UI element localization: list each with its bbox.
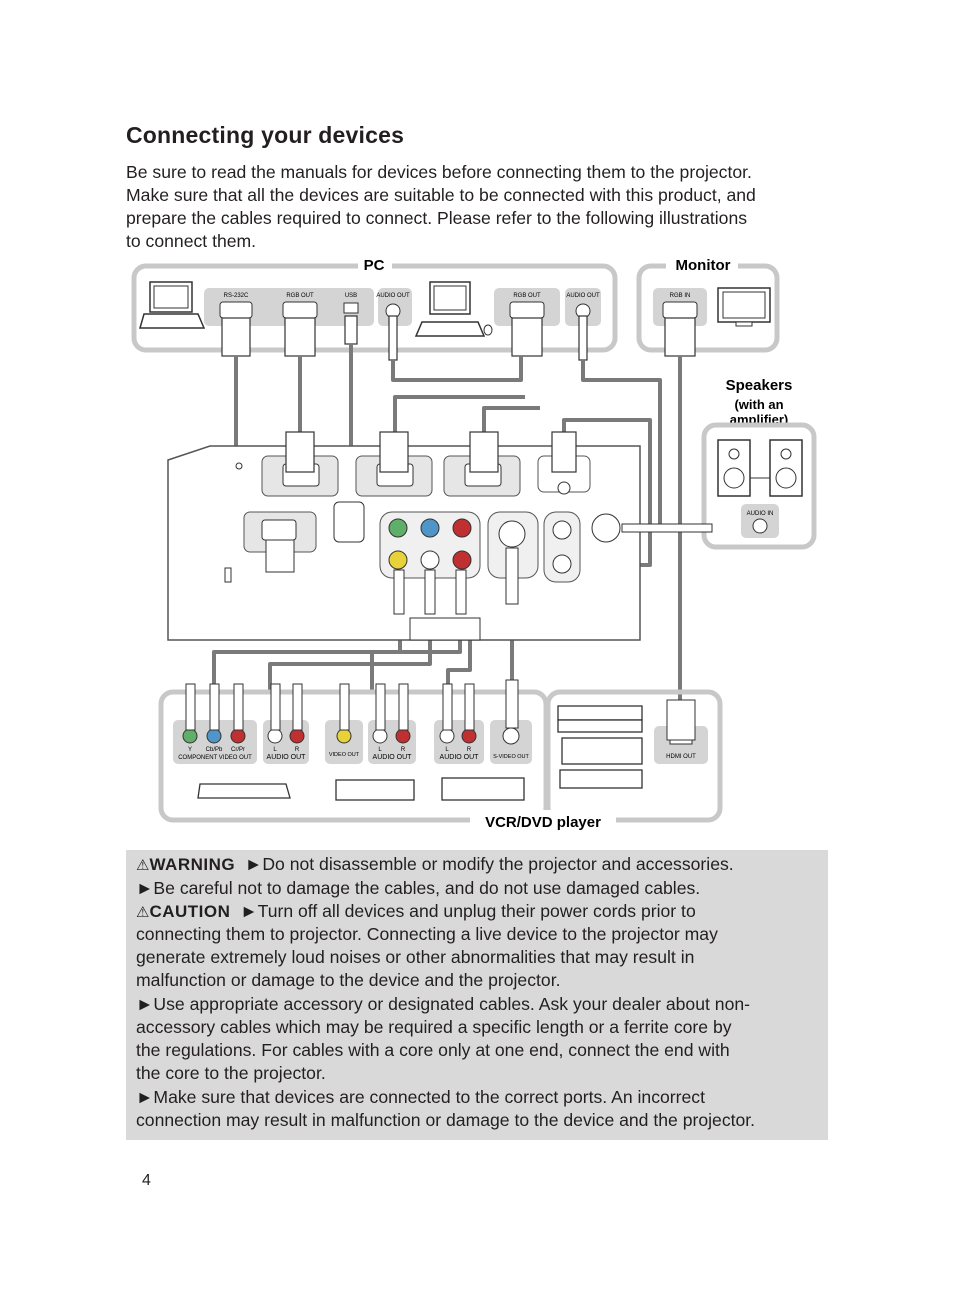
port-label: AUDIO OUT bbox=[440, 754, 480, 761]
port-label: R bbox=[401, 747, 406, 753]
port-label: AUDIO OUT bbox=[373, 754, 413, 761]
warning-line: the regulations. For cables with a core … bbox=[136, 1040, 730, 1060]
port-label: RGB OUT bbox=[286, 293, 314, 299]
warning-line: accessory cables which may be required a… bbox=[136, 1017, 732, 1037]
rs232c-port-icon bbox=[219, 301, 253, 319]
monitor-group-label: Monitor bbox=[676, 257, 731, 274]
warning-line: ►Be careful not to damage the cables, an… bbox=[136, 878, 701, 898]
port-label: S-VIDEO OUT bbox=[493, 754, 529, 760]
warning-text: ►Do not disassemble or modify the projec… bbox=[244, 854, 734, 874]
warning-box: ⚠WARNING ►Do not disassemble or modify t… bbox=[126, 850, 828, 1140]
port-label: R bbox=[295, 747, 300, 753]
intro-line: Be sure to read the manuals for devices … bbox=[126, 162, 752, 182]
warning-line: ⚠WARNING ►Do not disassemble or modify t… bbox=[136, 853, 734, 877]
port-label: RGB OUT bbox=[513, 293, 541, 299]
dvd-player-icon bbox=[197, 705, 643, 801]
projector-plugs bbox=[285, 431, 577, 473]
port-label: AUDIO IN bbox=[747, 511, 774, 517]
port-label: AUDIO OUT bbox=[566, 293, 600, 299]
port-label: L bbox=[273, 747, 277, 753]
projector-screw bbox=[235, 462, 243, 470]
warning-line: the core to the projector. bbox=[136, 1063, 326, 1083]
port-label: AUDIO OUT bbox=[267, 754, 307, 761]
vcr-group-label: VCR/DVD player bbox=[485, 814, 601, 831]
intro-line: Make sure that all the devices are suita… bbox=[126, 185, 756, 205]
port-label: Cr/Pr bbox=[231, 747, 245, 753]
warning-line: generate extremely loud noises or other … bbox=[136, 947, 695, 967]
vcr-rca-plugs bbox=[185, 679, 519, 731]
port-label: R bbox=[467, 747, 472, 753]
port-label: Y bbox=[188, 747, 192, 753]
port-label: RS-232C bbox=[224, 293, 249, 299]
port-label: USB bbox=[345, 293, 357, 299]
rca-plugs bbox=[393, 547, 519, 615]
page-number: 4 bbox=[142, 1172, 151, 1189]
warning-triangle-icon: ⚠ bbox=[136, 857, 150, 874]
desktop-pc-icon bbox=[414, 281, 493, 337]
speakers-note: (with an bbox=[734, 397, 783, 412]
port-label: L bbox=[445, 747, 449, 753]
vcr-label-bg bbox=[470, 810, 616, 834]
intro-paragraph: Be sure to read the manuals for devices … bbox=[126, 161, 846, 253]
caution-text: ►Turn off all devices and unplug their p… bbox=[240, 901, 696, 921]
cable-bundle bbox=[409, 617, 481, 641]
projector-audio-out-jack bbox=[591, 513, 621, 543]
port-label: Cb/Pb bbox=[206, 747, 223, 753]
hdmi-plug bbox=[666, 699, 696, 741]
speaker-icon bbox=[717, 439, 803, 497]
usb-port-icon bbox=[343, 302, 359, 314]
cable-connectors bbox=[221, 315, 696, 361]
vcr-group-frame-2 bbox=[545, 689, 723, 823]
port-label: VIDEO OUT bbox=[329, 752, 360, 758]
caution-line: ⚠CAUTION ►Turn off all devices and unplu… bbox=[136, 900, 696, 924]
monitor-icon bbox=[717, 287, 771, 327]
projector-slot bbox=[224, 567, 232, 583]
projector-rgb-ports bbox=[261, 455, 591, 497]
intro-line: prepare the cables required to connect. … bbox=[126, 208, 748, 228]
caution-label: CAUTION bbox=[149, 902, 231, 921]
warning-line: connecting them to projector. Connecting… bbox=[136, 924, 718, 944]
port-label: COMPONENT VIDEO OUT bbox=[178, 755, 252, 761]
pc-label-bg bbox=[358, 254, 392, 276]
rgb-port-icon bbox=[662, 301, 698, 319]
audio-cable bbox=[621, 523, 713, 533]
warning-label: WARNING bbox=[149, 855, 236, 874]
speakers-group-frame bbox=[701, 422, 817, 550]
component-jacks bbox=[388, 518, 472, 570]
rgb-port-icon bbox=[509, 301, 545, 319]
warning-line: malfunction or damage to the device and … bbox=[136, 970, 561, 990]
port-label: HDMI OUT bbox=[666, 754, 696, 760]
rgb-port-icon bbox=[282, 301, 318, 319]
connection-diagram: PC Monitor RS-232C RGB OUT USB AUDIO OUT… bbox=[131, 254, 817, 834]
page-title: Connecting your devices bbox=[126, 122, 405, 148]
warning-line: connection may result in malfunction or … bbox=[136, 1110, 756, 1130]
laptop-icon bbox=[139, 281, 206, 329]
caution-triangle-icon: ⚠ bbox=[136, 904, 150, 921]
projector-usb-port bbox=[333, 501, 365, 543]
port-label: AUDIO OUT bbox=[376, 293, 410, 299]
port-label: L bbox=[378, 747, 382, 753]
warning-line: ►Use appropriate accessory or designated… bbox=[136, 994, 750, 1014]
intro-line: to connect them. bbox=[126, 231, 257, 251]
speakers-label: Speakers bbox=[726, 377, 793, 394]
port-label: RGB IN bbox=[670, 293, 691, 299]
warning-line: ►Make sure that devices are connected to… bbox=[136, 1087, 705, 1107]
monitor-label-bg bbox=[666, 254, 738, 276]
pc-group-label: PC bbox=[364, 257, 385, 274]
